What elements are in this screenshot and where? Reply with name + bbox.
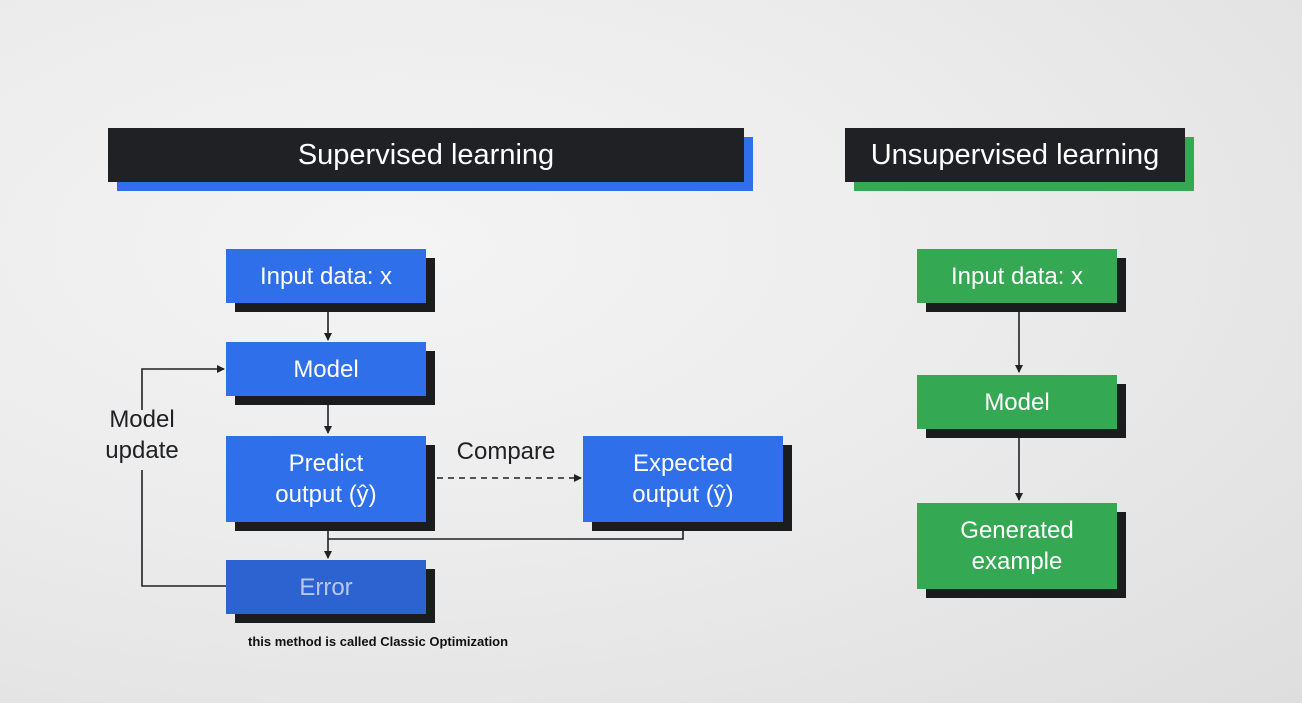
arrow-error-to-model-update: [141, 470, 226, 587]
error-box: Error: [226, 560, 426, 614]
error-label: Error: [299, 573, 353, 601]
unsupervised-title: Unsupervised learning: [870, 138, 1160, 171]
generated-example-label: Generated example: [960, 517, 1074, 575]
predict-output-label: Predict output (ŷ): [275, 450, 377, 508]
arrow-update-to-model: [141, 365, 225, 410]
unsupervised-header: Unsupervised learning: [845, 128, 1185, 182]
compare-label: Compare: [456, 438, 556, 465]
unsupervised-input-label: Input data: x: [950, 262, 1084, 290]
supervised-header: Supervised learning: [108, 128, 744, 182]
generated-example-box: Generated example: [917, 503, 1117, 589]
supervised-input-label: Input data: x: [259, 262, 393, 290]
unsupervised-model-box: Model: [917, 375, 1117, 429]
unsupervised-model-label: Model: [984, 388, 1050, 416]
predict-output-box: Predict output (ŷ): [226, 436, 426, 522]
supervised-input-box: Input data: x: [226, 249, 426, 303]
model-update-label: Model update: [105, 406, 179, 464]
unsupervised-input-box: Input data: x: [917, 249, 1117, 303]
caption-text: this method is called Classic Optimizati…: [248, 634, 509, 649]
supervised-model-box: Model: [226, 342, 426, 396]
supervised-title: Supervised learning: [297, 138, 555, 171]
expected-output-box: Expected output (ŷ): [583, 436, 783, 522]
expected-output-label: Expected output (ŷ): [632, 450, 734, 508]
supervised-model-label: Model: [293, 355, 359, 383]
